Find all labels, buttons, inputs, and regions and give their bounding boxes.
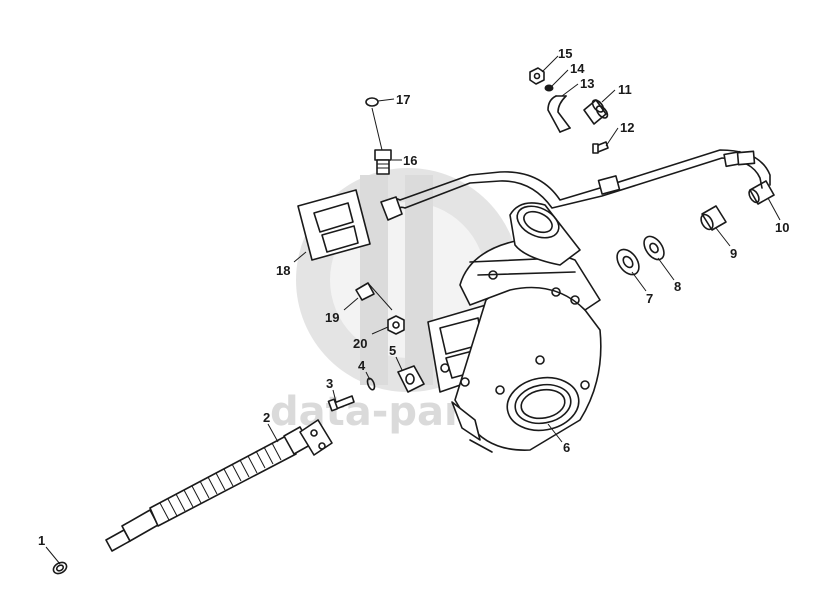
callout-8: 8 [674, 279, 681, 294]
callout-11: 11 [618, 82, 632, 97]
part-1-seal-ring [52, 561, 68, 575]
part-6-turbocharger [427, 202, 602, 453]
callout-7: 7 [646, 291, 653, 306]
callout-1: 1 [38, 533, 45, 548]
callout-4: 4 [358, 358, 366, 373]
callout-6: 6 [563, 440, 570, 455]
callout-leaders [45, 55, 781, 565]
part-20-hex-nut [387, 315, 405, 335]
part-12-bolt [592, 141, 609, 154]
callout-10: 10 [775, 220, 789, 235]
part-18-inlet-gasket [297, 189, 371, 261]
callout-13: 13 [580, 76, 594, 91]
callout-labels: 1 2 3 4 5 6 7 8 9 10 11 12 13 14 15 16 1… [38, 46, 789, 548]
callout-2: 2 [263, 410, 270, 425]
part-16-connector [374, 149, 392, 175]
callout-19: 19 [325, 310, 339, 325]
part-5-gasket [397, 365, 425, 393]
callout-5: 5 [389, 343, 396, 358]
callout-17: 17 [396, 92, 410, 107]
callout-18: 18 [276, 263, 290, 278]
part-14-washer [544, 84, 554, 92]
callout-14: 14 [570, 61, 585, 76]
callout-3: 3 [326, 376, 333, 391]
part-13-bent-pipe [547, 95, 571, 133]
part-9-fitting [700, 205, 727, 231]
callout-16: 16 [403, 153, 417, 168]
part-11-union-fitting [583, 99, 609, 125]
part-15-nut [529, 67, 545, 85]
part-7-gasket [616, 248, 640, 276]
part-8-flange-gasket [643, 235, 665, 261]
part-3-bolt [327, 395, 355, 412]
callout-12: 12 [620, 120, 634, 135]
callout-15: 15 [558, 46, 572, 61]
part-17-o-ring [365, 97, 383, 151]
part-19-stud [355, 282, 393, 311]
callout-9: 9 [730, 246, 737, 261]
part-2-drain-hose [105, 419, 333, 552]
callout-20: 20 [353, 336, 367, 351]
oil-feed-pipe [380, 149, 771, 221]
